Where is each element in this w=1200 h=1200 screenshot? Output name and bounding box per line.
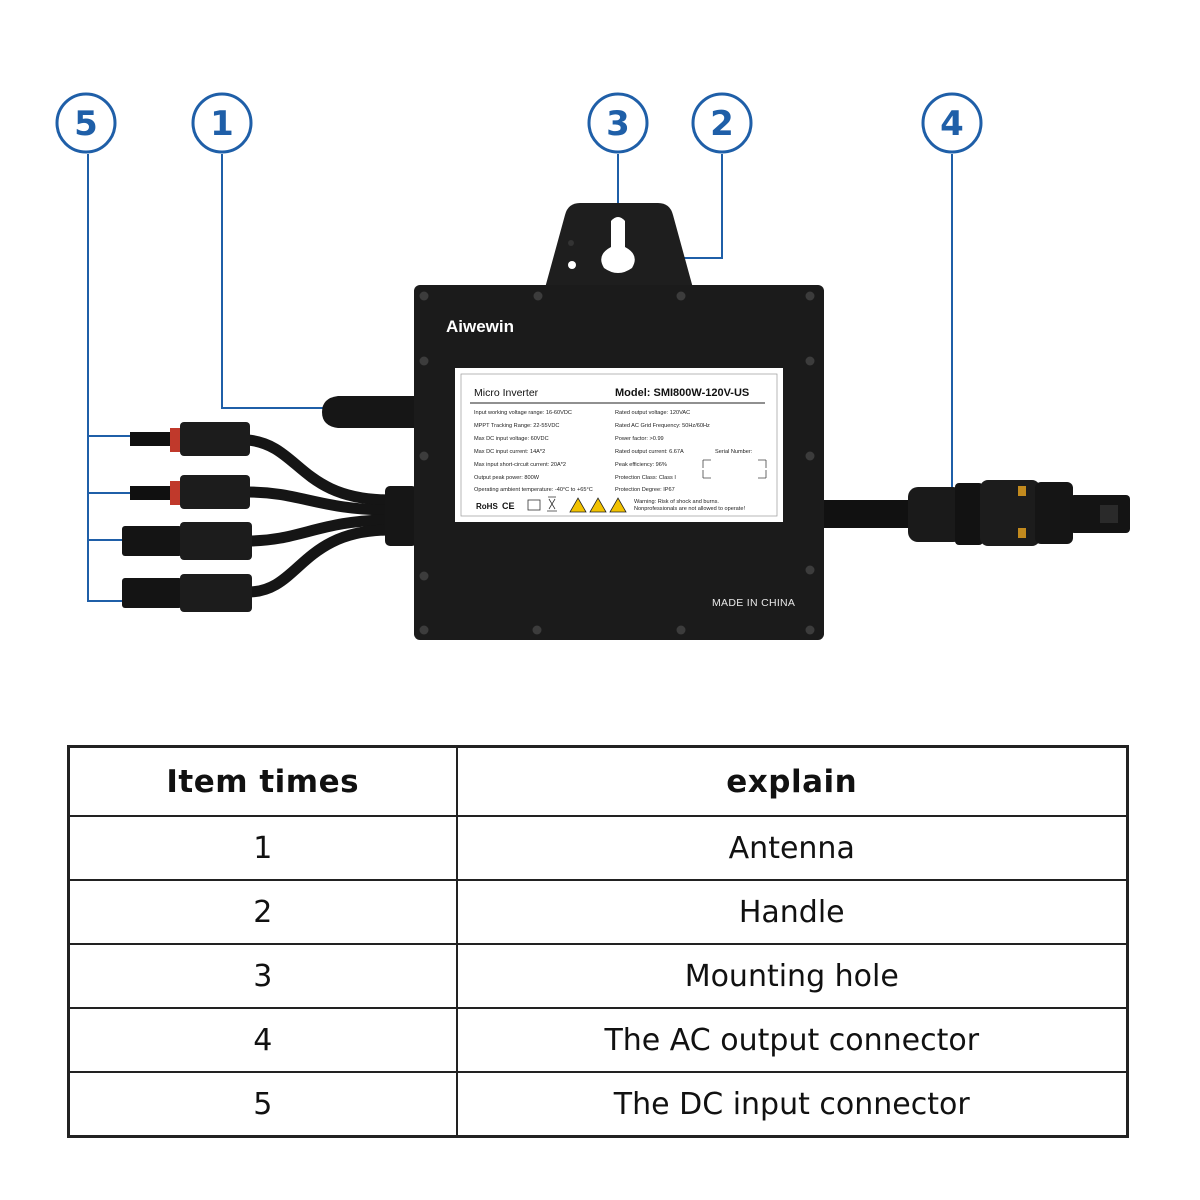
item-number: 2 <box>67 879 458 945</box>
svg-text:Rated output current: 6.67A: Rated output current: 6.67A <box>615 449 684 455</box>
screws <box>419 291 815 635</box>
item-number: 1 <box>67 815 458 881</box>
svg-text:MPPT Tracking Range: 22-55VDC: MPPT Tracking Range: 22-55VDC <box>474 423 559 429</box>
svg-text:Operating ambient temperature:: Operating ambient temperature: -40°C to … <box>474 487 593 493</box>
leader-line-1 <box>221 154 330 409</box>
ac-output-connector <box>908 480 1130 546</box>
svg-text:Input working voltage range: 1: Input working voltage range: 16-60VDC <box>474 410 572 416</box>
antenna <box>322 396 416 428</box>
svg-text:4: 4 <box>940 104 964 144</box>
table-row: 5 The DC input connector <box>67 1071 1129 1138</box>
svg-text:2: 2 <box>710 104 734 144</box>
svg-text:Protection Class: Class I: Protection Class: Class I <box>615 475 676 481</box>
item-number: 3 <box>67 943 458 1009</box>
table-row: 1 Antenna <box>67 815 1129 881</box>
svg-text:Nonprofessionals are not allow: Nonprofessionals are not allowed to oper… <box>634 506 745 512</box>
table-row: 2 Handle <box>67 879 1129 945</box>
svg-text:Model: SMI800W-120V-US: Model: SMI800W-120V-US <box>615 387 749 399</box>
callout-5: 5 <box>55 92 117 154</box>
rohs-mark: RoHS <box>476 502 498 511</box>
item-number: 4 <box>67 1007 458 1073</box>
svg-text:Max input short-circuit curren: Max input short-circuit current: 20A*2 <box>474 462 566 468</box>
svg-text:5: 5 <box>74 104 98 144</box>
svg-text:3: 3 <box>606 104 630 144</box>
item-explain: Handle <box>455 879 1129 945</box>
svg-text:Power factor: >0.99: Power factor: >0.99 <box>615 436 664 442</box>
header-explain: explain <box>455 745 1129 817</box>
item-explain: Antenna <box>455 815 1129 881</box>
svg-text:Max DC input current: 14A*2: Max DC input current: 14A*2 <box>474 449 545 455</box>
svg-text:Rated AC Grid Frequency: 50Hz/: Rated AC Grid Frequency: 50Hz/60Hz <box>615 423 710 429</box>
ce-mark: CE <box>502 501 515 511</box>
warning-icons <box>569 497 627 513</box>
svg-text:Serial Number:: Serial Number: <box>715 449 753 455</box>
item-explain: Mounting hole <box>455 943 1129 1009</box>
svg-text:Output peak power: 800W: Output peak power: 800W <box>474 475 540 481</box>
item-table: Item times explain 1 Antenna 2 Handle 3 … <box>67 745 1129 1138</box>
svg-text:Micro Inverter: Micro Inverter <box>474 387 539 399</box>
leader-lines <box>87 154 953 602</box>
item-explain: The AC output connector <box>455 1007 1129 1073</box>
callout-1: 1 <box>191 92 253 154</box>
callout-2: 2 <box>691 92 753 154</box>
rating-label: Micro Inverter Model: SMI800W-120V-US In… <box>455 368 783 522</box>
table-row: 3 Mounting hole <box>67 943 1129 1009</box>
table-header-row: Item times explain <box>67 745 1129 817</box>
leader-line-5 <box>87 154 122 602</box>
svg-text:Warning: Risk of shock and bur: Warning: Risk of shock and burns. <box>634 499 719 505</box>
svg-text:Peak efficiency: 96%: Peak efficiency: 96% <box>615 462 667 468</box>
mounting-hole <box>601 217 635 273</box>
callout-3: 3 <box>587 92 649 154</box>
svg-text:Rated output voltage: 120VAC: Rated output voltage: 120VAC <box>615 410 690 416</box>
made-in-text: MADE IN CHINA <box>712 597 795 609</box>
item-explain: The DC input connector <box>455 1071 1129 1138</box>
brand-logo: Aiwewin <box>446 317 514 336</box>
svg-text:Protection Degree: IP67: Protection Degree: IP67 <box>615 487 675 493</box>
inverter-diagram: 5 1 3 2 4 <box>55 92 1130 640</box>
header-item-times: Item times <box>67 745 458 817</box>
callout-4: 4 <box>921 92 983 154</box>
svg-text:Max DC input voltage: 60VDC: Max DC input voltage: 60VDC <box>474 436 549 442</box>
table-row: 4 The AC output connector <box>67 1007 1129 1073</box>
dc-input-connector <box>122 422 252 612</box>
svg-text:1: 1 <box>210 104 234 144</box>
item-number: 5 <box>67 1071 458 1138</box>
dc-cables <box>242 434 396 598</box>
